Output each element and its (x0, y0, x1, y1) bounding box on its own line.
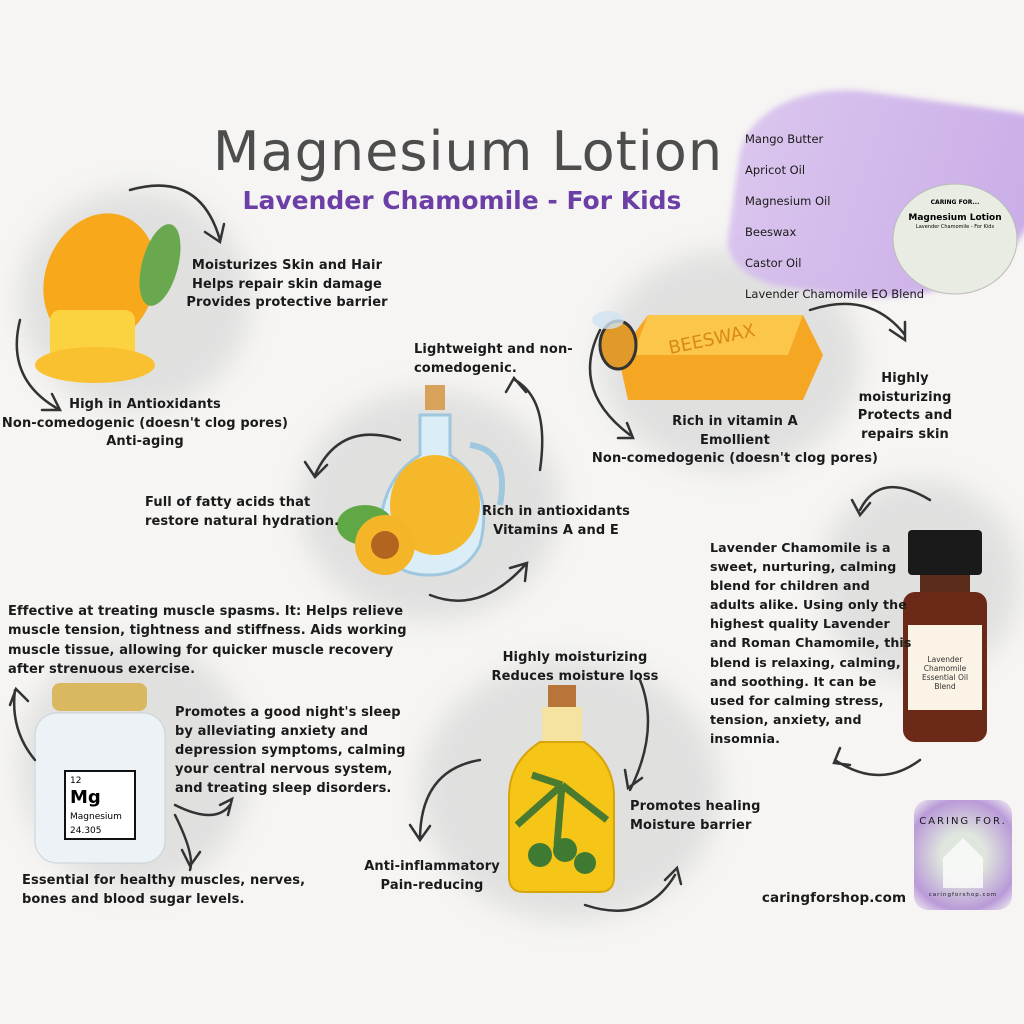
jar-variant: Lavender Chamomile - For Kids (916, 224, 995, 230)
castor-benefits-1: Highly moisturizing Reduces moisture los… (491, 650, 659, 684)
bottle-label: Lavender Chamomile Essential Oil Blend (921, 655, 969, 691)
element-mass: 24.305 (70, 826, 102, 836)
arrow-icon (428, 561, 529, 602)
arrow-icon (588, 328, 635, 440)
jar-name: Magnesium Lotion (908, 213, 1001, 223)
lavender-description: Lavender Chamomile is a sweet, nurturing… (710, 540, 912, 746)
arrow-icon (832, 746, 922, 777)
element-number: 12 (70, 776, 81, 786)
arrow-icon (173, 813, 202, 872)
logo-house-icon (943, 838, 983, 888)
arrow-icon (8, 686, 37, 762)
apricot-benefits-2: Full of fatty acids that restore natural… (145, 495, 340, 529)
ingredient: Lavender Chamomile EO Blend (745, 286, 925, 301)
beeswax-image: BEESWAX (592, 311, 823, 400)
page-title: Magnesium Lotion (212, 120, 724, 183)
beeswax-benefits-1: Highly moisturizing Protects and repairs… (857, 371, 953, 442)
ingredient: Mango Butter (745, 131, 824, 146)
castor-benefits-2: Promotes healing Moisture barrier (630, 799, 761, 833)
ingredient: Beeswax (745, 224, 797, 239)
apricot-oil-image (337, 385, 505, 577)
logo-url: caringforshop.com (928, 892, 998, 898)
castor-benefits-3: Anti-inflammatory Pain-reducing (364, 859, 500, 893)
ingredient: Apricot Oil (745, 162, 806, 177)
arrow-icon (504, 375, 544, 472)
arrow-icon (15, 318, 63, 412)
jar-brand: CARING FOR... (931, 199, 980, 206)
arrow-icon (303, 433, 402, 479)
ingredient: Castor Oil (745, 255, 802, 270)
apricot-benefits-3: Rich in antioxidants Vitamins A and E (482, 504, 630, 538)
product-jar-image: CARING FOR... Magnesium Lotion Lavender … (892, 183, 1018, 295)
arrow-icon (173, 796, 234, 817)
beeswax-benefits-2: Rich in vitamin A Emollient Non-comedoge… (591, 414, 879, 466)
mango-benefits-1: Moisturizes Skin and Hair Helps repair s… (186, 258, 388, 310)
castor-oil-image (508, 685, 615, 893)
arrow-icon (408, 758, 482, 843)
element-symbol: Mg (70, 787, 101, 808)
magnesium-benefits-2: Promotes a good night's sleep by allevia… (175, 705, 406, 796)
magnesium-benefits-1: Effective at treating muscle spasms. It:… (8, 604, 407, 677)
page-subtitle: Lavender Chamomile - For Kids (242, 186, 682, 215)
element-name: Magnesium (70, 812, 122, 822)
apricot-benefits-1: Lightweight and non- comedogenic. (414, 342, 573, 376)
arrow-icon (850, 485, 932, 518)
ingredients-list: Mango Butter Apricot Oil Magnesium Oil B… (745, 116, 924, 318)
arrow-icon (623, 678, 650, 792)
arrow-icon (808, 302, 907, 343)
mango-benefits-2: High in Antioxidants Non-comedogenic (do… (1, 397, 289, 449)
arrow-icon (128, 184, 226, 245)
magnesium-jar-image: 12 Mg Magnesium 24.305 (34, 683, 166, 864)
arrow-icon (583, 865, 683, 912)
mango-butter-image (35, 213, 181, 383)
website-link[interactable]: caringforshop.com (761, 890, 907, 906)
ingredient: Magnesium Oil (745, 193, 831, 208)
magnesium-benefits-3: Essential for healthy muscles, nerves, b… (22, 873, 306, 907)
logo-text: CARING FOR. (919, 816, 1007, 827)
essential-oil-bottle-image: Lavender Chamomile Essential Oil Blend (903, 530, 987, 742)
brand-logo: CARING FOR. caringforshop.com (914, 800, 1012, 910)
